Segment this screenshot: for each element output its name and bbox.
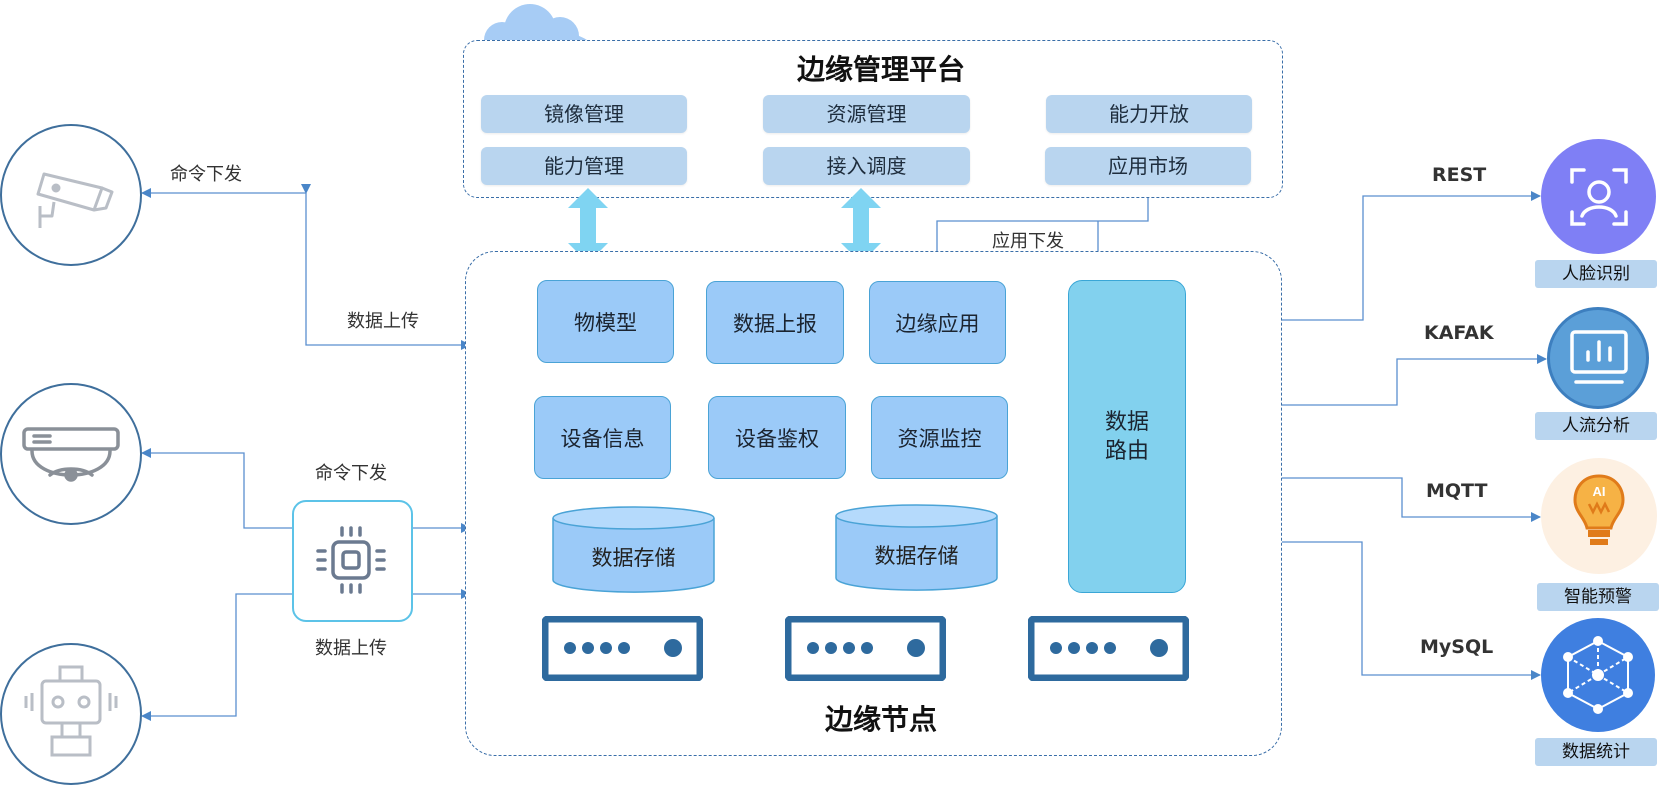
data-router[interactable]: 数据 路由 <box>1068 280 1186 593</box>
robot-link <box>141 593 292 721</box>
cmd-down-arrow-1 <box>301 184 471 350</box>
server-icon-3 <box>1028 616 1189 681</box>
edge-node-title: 边缘节点 <box>825 703 938 736</box>
app-deploy-label: 应用下发 <box>992 231 1064 252</box>
cmd-down-label-1: 命令下发 <box>170 164 242 185</box>
protocol-mysql: MySQL <box>1420 636 1494 658</box>
protocol-mqtt: MQTT <box>1426 480 1488 502</box>
service-face-recognition[interactable] <box>1541 139 1656 254</box>
service-crowd-analysis[interactable] <box>1547 307 1649 409</box>
cmd-down-label-2: 命令下发 <box>315 463 387 484</box>
dome-camera-icon <box>22 427 120 482</box>
robot-icon <box>24 665 118 757</box>
service-label-face: 人脸识别 <box>1535 260 1657 288</box>
mqtt-line <box>1190 477 1541 522</box>
mgmt-resource-management[interactable]: 资源管理 <box>763 95 970 133</box>
device-surveillance-camera[interactable] <box>0 124 142 266</box>
ai-lightbulb-icon: AI <box>1573 474 1625 545</box>
data-up-label-2: 数据上传 <box>315 638 387 659</box>
mgmt-app-market[interactable]: 应用市场 <box>1045 147 1251 185</box>
module-resource-monitor[interactable]: 资源监控 <box>871 396 1008 479</box>
database-cylinder-icon <box>552 506 715 593</box>
face-recognition-icon <box>1570 168 1628 226</box>
platform-node-arrow-1 <box>568 188 608 263</box>
service-label-crowd: 人流分析 <box>1535 412 1657 440</box>
data-storage-1[interactable]: 数据存储 <box>551 506 716 594</box>
service-data-statistics[interactable] <box>1541 618 1655 732</box>
module-device-auth[interactable]: 设备鉴权 <box>708 396 846 479</box>
database-cylinder-icon <box>835 504 998 591</box>
mgmt-capability-open[interactable]: 能力开放 <box>1046 95 1252 133</box>
surveillance-camera-icon <box>36 172 114 228</box>
data-up-label-1: 数据上传 <box>347 311 419 332</box>
module-edge-app[interactable]: 边缘应用 <box>869 281 1006 364</box>
chip-icon <box>316 526 386 594</box>
router-label-line1: 数据 <box>1104 409 1149 435</box>
mgmt-access-scheduling[interactable]: 接入调度 <box>763 147 970 185</box>
module-thing-model[interactable]: 物模型 <box>537 280 674 363</box>
crowd-analysis-monitor-icon <box>1570 330 1628 384</box>
device-dome-camera[interactable] <box>0 383 142 525</box>
svg-text:AI: AI <box>1593 484 1606 499</box>
cmd-down-arrow-2 <box>141 448 292 529</box>
device-robot[interactable] <box>0 643 142 785</box>
edge-gateway[interactable] <box>292 500 413 622</box>
server-icon-1 <box>542 616 703 681</box>
server-icon-2 <box>785 616 946 681</box>
router-label-line2: 路由 <box>1104 438 1149 464</box>
module-data-report[interactable]: 数据上报 <box>706 281 844 364</box>
data-network-icon <box>1563 636 1633 714</box>
app-deploy-arrow <box>932 187 1153 289</box>
platform-title: 边缘管理平台 <box>797 53 966 86</box>
mgmt-image-management[interactable]: 镜像管理 <box>481 95 687 133</box>
service-label-warning: 智能预警 <box>1537 583 1659 611</box>
kafak-line <box>1190 354 1547 406</box>
protocol-rest: REST <box>1432 164 1487 186</box>
storage-label-1: 数据存储 <box>591 546 676 570</box>
service-smart-warning[interactable]: AI <box>1541 458 1657 574</box>
data-storage-2[interactable]: 数据存储 <box>834 504 999 592</box>
platform-node-arrow-2 <box>841 188 881 263</box>
protocol-kafak: KAFAK <box>1424 322 1494 344</box>
module-device-info[interactable]: 设备信息 <box>534 396 671 479</box>
storage-label-2: 数据存储 <box>874 544 959 568</box>
mgmt-capability-management[interactable]: 能力管理 <box>481 147 687 185</box>
service-label-stats: 数据统计 <box>1535 738 1657 766</box>
